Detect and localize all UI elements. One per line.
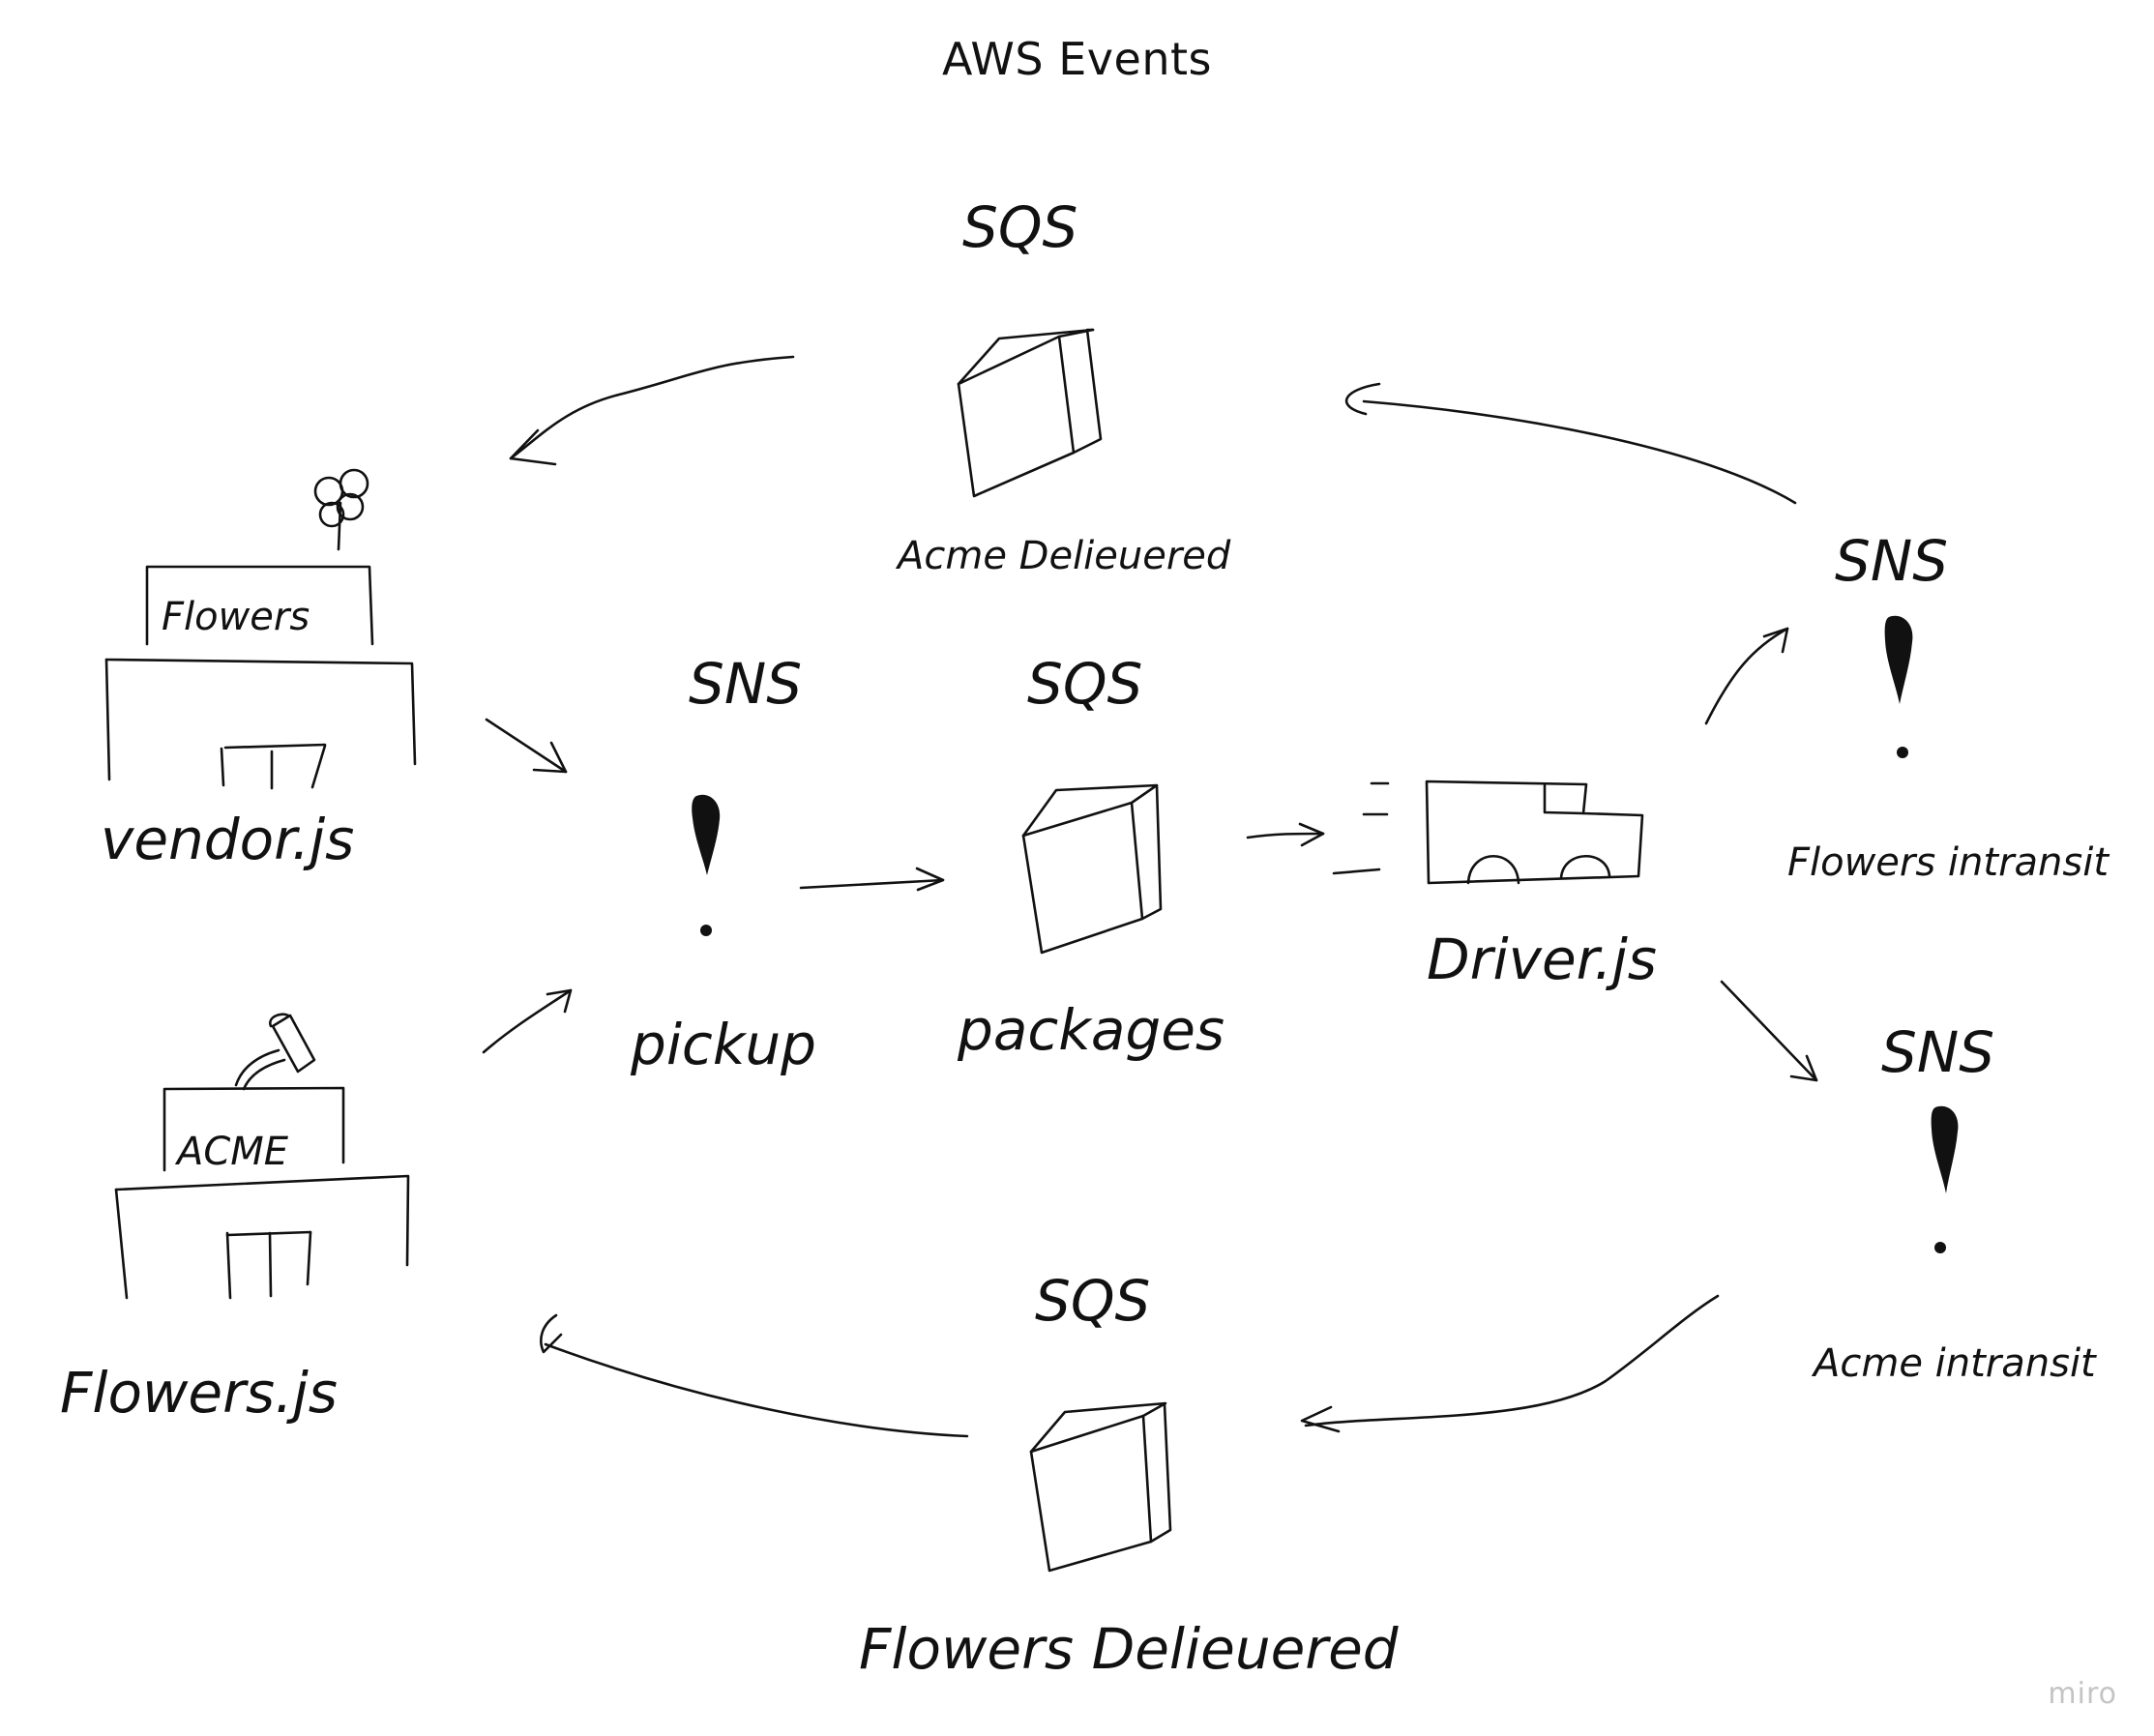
vendor-node: Flowers vendor.js — [101, 468, 417, 872]
sns-flowers-intransit-caption: Flowers intransit — [1787, 840, 2110, 885]
sqs-acme-delivered-caption: Acme Delieuered — [895, 534, 1231, 578]
storefront-icon — [104, 565, 417, 790]
arrow-sqs-bottom-to-flowers-js — [540, 1313, 969, 1438]
exclamation-icon — [1931, 1105, 1959, 1253]
flowers-js-caption: Flowers.js — [60, 1360, 338, 1426]
driver-caption: Driver.js — [1427, 927, 1657, 992]
arrow-driver-to-sns-flowers — [1704, 627, 1789, 725]
sqs-flowers-delivered-node: SQS Flowers Delieuered — [859, 1268, 1400, 1682]
sns-acme-intransit-caption: Acme intransit — [1811, 1341, 2097, 1386]
arrow-sns-flowers-to-sqs-top — [1344, 382, 1797, 505]
box-icon — [1021, 783, 1163, 955]
flowers-store-sign: Flowers — [162, 595, 310, 639]
sqs-flowers-delivered-caption: Flowers Delieuered — [859, 1616, 1400, 1682]
truck-icon — [1332, 780, 1644, 885]
vendor-caption: vendor.js — [101, 807, 354, 872]
sns-flowers-intransit-title: SNS — [1835, 528, 1948, 594]
exclamation-icon — [692, 794, 721, 936]
storefront-icon — [114, 1086, 410, 1300]
sqs-flowers-delivered-title: SQS — [1035, 1268, 1150, 1334]
arrow-driver-to-sns-acme — [1720, 980, 1818, 1082]
flowers-js-node: ACME Flowers.js — [60, 1013, 410, 1426]
exclamation-icon — [1884, 615, 1913, 758]
miro-watermark: miro — [2048, 1677, 2117, 1711]
box-icon — [1029, 1401, 1172, 1573]
acme-store-sign: ACME — [174, 1130, 289, 1174]
arrow-pickup-to-packages — [799, 867, 945, 892]
arrow-flowers-js-to-pickup — [482, 988, 573, 1054]
sqs-acme-delivered-node: SQS Acme Delieuered — [895, 194, 1231, 578]
flower-icon — [313, 468, 369, 551]
diagram-title: AWS Events — [941, 33, 1212, 85]
sns-pickup-node: SNS pickup — [630, 651, 816, 1077]
box-icon — [957, 328, 1103, 498]
arrow-vendor-to-pickup — [485, 718, 568, 774]
sns-flowers-intransit-node: SNS Flowers intransit — [1787, 528, 2110, 885]
arrow-sns-acme-to-sqs-bottom — [1300, 1294, 1720, 1433]
axe-icon — [234, 1013, 316, 1091]
arrow-sqs-top-to-vendor — [509, 355, 795, 466]
sns-pickup-title: SNS — [689, 651, 802, 717]
sns-acme-intransit-title: SNS — [1881, 1019, 1994, 1085]
arrow-packages-to-driver — [1246, 822, 1325, 847]
sns-acme-intransit-node: SNS Acme intransit — [1811, 1019, 2097, 1386]
sqs-packages-title: SQS — [1027, 651, 1142, 717]
sqs-acme-delivered-title: SQS — [962, 194, 1077, 260]
driver-node: Driver.js — [1332, 780, 1657, 992]
sns-pickup-caption: pickup — [630, 1012, 816, 1077]
sqs-packages-node: SQS packages — [957, 651, 1225, 1063]
sqs-packages-caption: packages — [957, 997, 1225, 1063]
